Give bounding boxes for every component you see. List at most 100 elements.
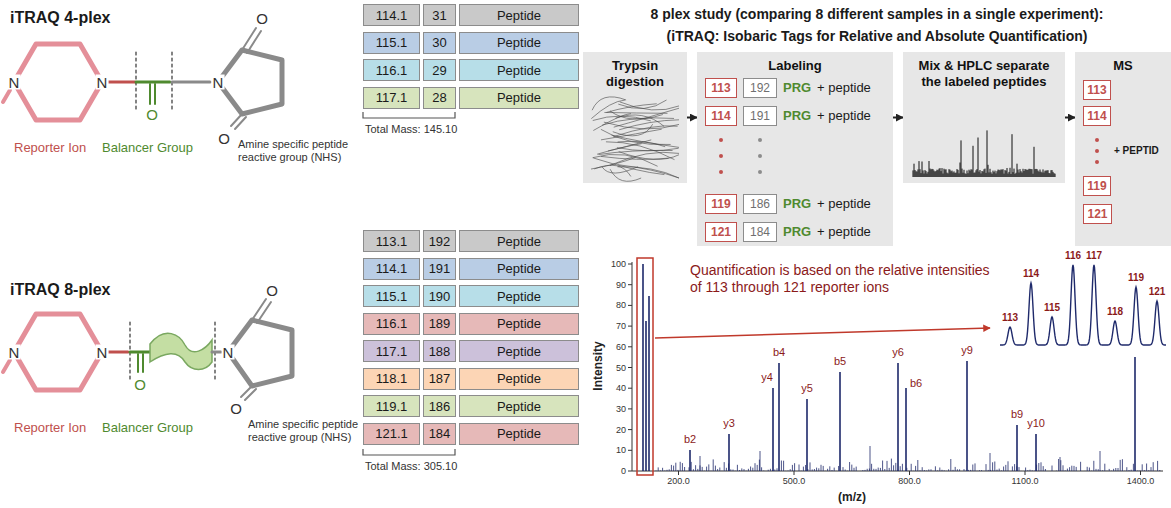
mass-tag-cell: Peptide bbox=[459, 368, 579, 390]
mass-tag-cell: 118.1 bbox=[363, 368, 420, 390]
peptide-fibre bbox=[606, 142, 675, 160]
nhs-ring bbox=[228, 320, 292, 386]
peptide-label: + peptide bbox=[817, 196, 871, 212]
tick-label: 40 bbox=[616, 383, 626, 394]
balancer-box: 191 bbox=[743, 106, 777, 126]
peptide-fibre bbox=[610, 169, 641, 181]
tick-label: 500.0 bbox=[783, 476, 806, 487]
mass-tag-cell: Peptide bbox=[459, 230, 579, 252]
tick-label: 800.0 bbox=[898, 476, 921, 487]
peptide-label: + peptide bbox=[817, 80, 871, 96]
peptide-label: + peptide bbox=[817, 108, 871, 124]
box-text: 190 bbox=[429, 289, 451, 304]
workflow-panel: Trypsin digestion bbox=[583, 52, 687, 183]
box-text: 121 bbox=[1087, 206, 1107, 222]
linker-bond bbox=[172, 81, 210, 84]
box-text: 117.1 bbox=[376, 90, 408, 105]
reporter-box: 114 bbox=[1083, 106, 1111, 126]
mass-tag-cell: Peptide bbox=[459, 340, 579, 362]
tick-label: 50 bbox=[616, 362, 626, 373]
mass-tag-cell: Peptide bbox=[459, 285, 579, 307]
mass-bracket bbox=[363, 112, 455, 118]
box-text: 186 bbox=[429, 399, 451, 414]
box-text: 117.1 bbox=[376, 344, 408, 359]
reporter-label: 115 bbox=[1044, 302, 1060, 314]
tick-label: 1100.0 bbox=[1012, 476, 1039, 487]
annotation: Quantification is based on the relative … bbox=[690, 262, 990, 296]
reactive-group-label: PRG bbox=[783, 196, 811, 212]
mass-tag-cell: Peptide bbox=[459, 313, 579, 335]
atom-symbol: O bbox=[255, 11, 269, 26]
peptide-fibre bbox=[606, 104, 656, 113]
balancer-box: 192 bbox=[743, 78, 777, 98]
peptide-fibre bbox=[593, 114, 631, 131]
mass-tag-cell: 191 bbox=[423, 258, 456, 280]
note-text: Amine specific peptide reactive group (N… bbox=[248, 418, 360, 444]
peptide-fibre bbox=[617, 165, 679, 178]
mass-tag-cell: 192 bbox=[423, 230, 456, 252]
ellipsis-dot bbox=[1095, 138, 1099, 142]
part-label: Reporter Ion bbox=[14, 420, 86, 436]
spectrum-peaks bbox=[643, 264, 1135, 471]
peptide-label: + peptide bbox=[817, 224, 871, 240]
box-text: Peptide bbox=[497, 63, 541, 78]
box-text: 189 bbox=[429, 316, 451, 331]
box-text: 114.1 bbox=[376, 261, 408, 276]
box-text: 118.1 bbox=[376, 371, 408, 386]
reporter-box: 119 bbox=[705, 194, 737, 214]
diagram-title: 8 plex study (comparing 8 different samp… bbox=[651, 6, 1104, 23]
flow-arrow bbox=[893, 117, 903, 119]
ellipsis-dot bbox=[1095, 160, 1099, 164]
note-text: Total Mass: 145.10 bbox=[365, 123, 457, 136]
carbonyl-bond bbox=[247, 31, 261, 53]
box-text: 191 bbox=[750, 108, 770, 124]
nhs-ring bbox=[218, 50, 282, 114]
box-text: 31 bbox=[432, 8, 446, 23]
mass-tag-cell: Peptide bbox=[459, 87, 579, 109]
box-text: 119 bbox=[711, 196, 730, 212]
methyl-bond bbox=[3, 90, 10, 102]
box-text: Peptide bbox=[497, 316, 541, 331]
ellipsis-dot bbox=[719, 170, 723, 174]
mass-bracket bbox=[363, 449, 455, 455]
reporter-ring bbox=[14, 44, 102, 120]
box-text: 114 bbox=[711, 108, 730, 124]
part-label: Balancer Group bbox=[102, 140, 193, 156]
fragment-label: y6 bbox=[892, 346, 904, 359]
peptide-fibre bbox=[601, 129, 671, 144]
reactive-group-label: PRG bbox=[783, 108, 811, 124]
workflow-panel: Mix & HPLC separate the labeled peptides bbox=[903, 52, 1065, 183]
reporter-box: 121 bbox=[1083, 204, 1112, 224]
box-text: Peptide bbox=[497, 234, 541, 249]
reporter-region-box bbox=[637, 258, 653, 475]
box-text: Peptide bbox=[497, 8, 541, 23]
tick-label: 90 bbox=[616, 279, 626, 290]
mass-tag-cell: Peptide bbox=[459, 59, 579, 81]
peptide-fibre bbox=[619, 120, 679, 130]
axis-line bbox=[632, 262, 1163, 471]
ellipsis-dot bbox=[1095, 149, 1099, 153]
reactive-group-label: PRG bbox=[783, 80, 811, 96]
tick-label: 200.0 bbox=[667, 476, 690, 487]
box-text: 119.1 bbox=[376, 399, 408, 414]
carbonyl-bond bbox=[257, 302, 271, 323]
carbonyl-bond bbox=[242, 28, 256, 50]
mass-tag-cell: 31 bbox=[423, 4, 456, 26]
box-text: 113 bbox=[1087, 82, 1106, 98]
box-text: 113.1 bbox=[376, 234, 408, 249]
box-text: Peptide bbox=[497, 371, 541, 386]
itraq4-structure bbox=[3, 28, 282, 129]
reporter-box: 113 bbox=[705, 78, 737, 98]
box-text: 115.1 bbox=[376, 35, 408, 50]
box-text: 184 bbox=[429, 426, 451, 441]
box-text: 184 bbox=[750, 224, 770, 240]
box-text: Peptide bbox=[497, 399, 541, 414]
carbonyl-bond bbox=[252, 299, 266, 320]
panel-title: Labeling bbox=[762, 58, 827, 74]
flow-arrow bbox=[687, 117, 697, 119]
box-text: 114 bbox=[1087, 108, 1106, 124]
box-text: 121 bbox=[711, 224, 731, 240]
reporter-label: 117 bbox=[1086, 250, 1102, 262]
tick-label: 1400.0 bbox=[1127, 476, 1155, 487]
